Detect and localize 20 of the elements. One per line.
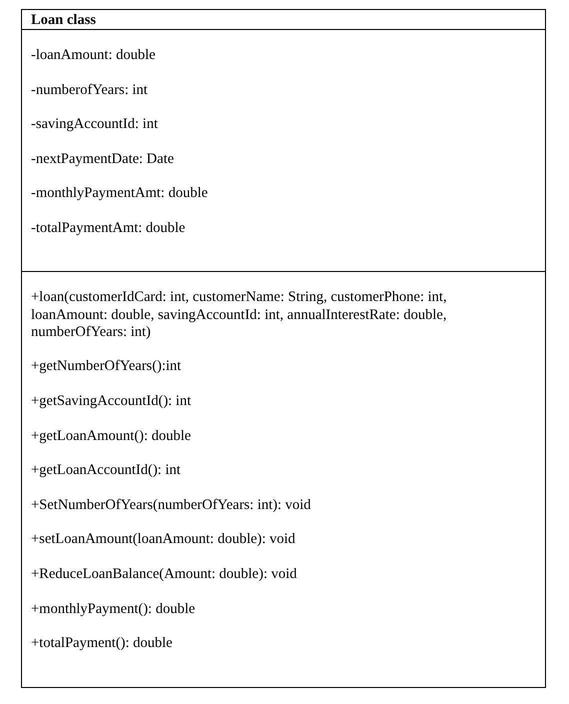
methods-compartment	[21, 272, 546, 688]
attribute-text: -monthlyPaymentAmt: double	[31, 185, 209, 203]
method-text: +ReduceLoanBalance(Amount: double): void	[31, 566, 298, 584]
attribute-text: -numberofYears: int	[31, 82, 149, 99]
method-text: +totalPayment(): double	[31, 635, 174, 652]
attribute-text: -savingAccountId: int	[31, 116, 159, 134]
attribute-text: -totalPaymentAmt: double	[31, 220, 186, 238]
attributes-compartment	[21, 30, 546, 272]
method-text: +getNumberOfYears():int	[31, 358, 182, 376]
method-text: +getSavingAccountId(): int	[31, 393, 192, 410]
method-text: +getLoanAccountId(): int	[31, 462, 182, 480]
attribute-text: -loanAmount: double	[31, 47, 156, 64]
attribute-text: -nextPaymentDate: Date	[31, 150, 175, 168]
method-text: +getLoanAmount(): double	[31, 428, 192, 445]
class-name: Loan class	[31, 12, 97, 28]
method-text: +loan(customerIdCard: int, customerName: String, customerPhone: int, loanAmount: double, savingAccountId: int, annualInterestRate: double, numberOfYears: int)	[31, 289, 448, 342]
method-text: +setLoanAmount(loanAmount: double): void	[31, 531, 296, 549]
method-text: +monthlyPayment(): double	[31, 600, 196, 618]
method-text: +SetNumberOfYears(numberOfYears: int): void	[31, 496, 312, 514]
class-name-compartment	[21, 9, 546, 30]
